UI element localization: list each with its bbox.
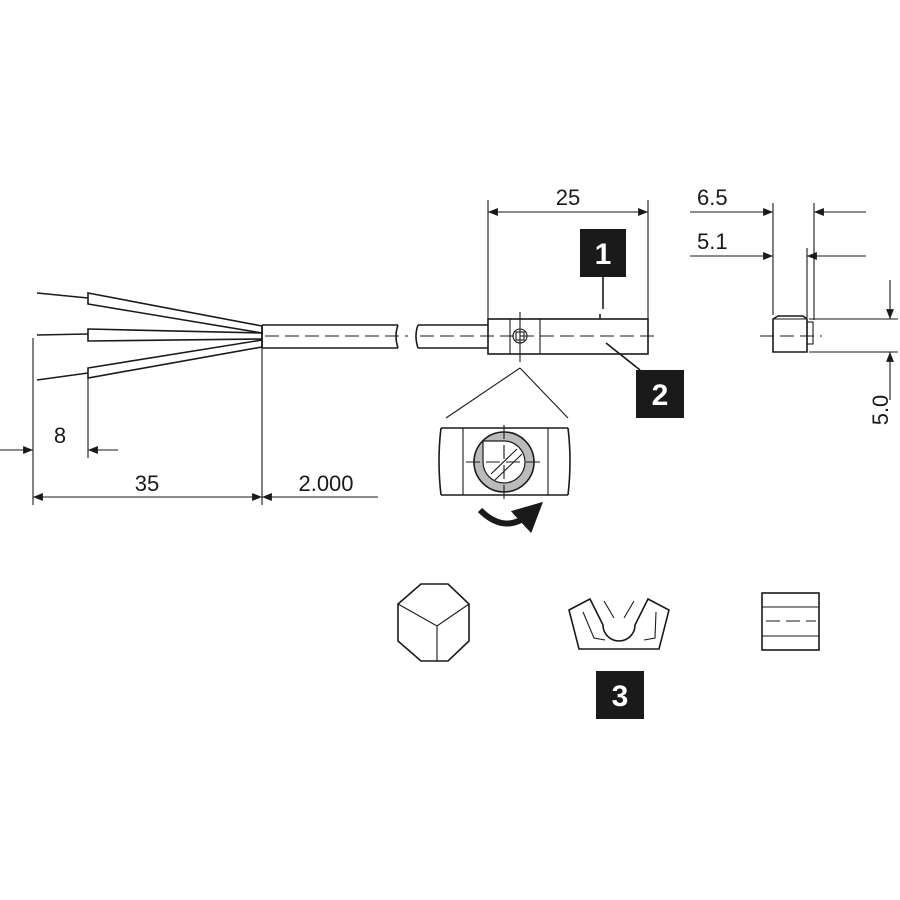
dim-label-5-0: 5.0 — [868, 395, 893, 426]
wire-top — [36, 292, 263, 334]
svg-text:2: 2 — [652, 379, 669, 412]
cable-jacket — [261, 324, 399, 349]
dimension-width-outer: 6.5 — [690, 185, 866, 320]
rotation-arrow-icon — [477, 501, 544, 534]
dim-label-6-5: 6.5 — [697, 185, 728, 210]
dimension-jacket-strip: 35 — [33, 348, 263, 505]
screw-detail — [438, 425, 571, 534]
spacer-accessory-icon — [761, 592, 820, 651]
cube-accessory-icon — [397, 583, 470, 662]
dim-label-8: 8 — [54, 423, 66, 448]
dim-label-25: 25 — [556, 185, 580, 210]
dimension-width-inner: 5.1 — [690, 229, 866, 318]
dimension-cable-length: 2.000 — [262, 471, 378, 501]
dimension-height: 5.0 — [809, 280, 898, 425]
cable-jacket-continued — [415, 324, 488, 349]
sensor-body — [420, 312, 660, 362]
svg-text:1: 1 — [595, 238, 612, 271]
callout-1: 1 — [580, 229, 626, 309]
wire-bottom — [36, 339, 263, 381]
dimension-sensor-length: 25 — [487, 185, 649, 319]
cable-assembly — [36, 292, 488, 381]
dim-label-5-1: 5.1 — [697, 229, 728, 254]
dimension-wire-strip: 8 — [0, 338, 118, 505]
mounting-clip-accessory-icon — [568, 597, 670, 650]
callout-2: 2 — [605, 342, 684, 418]
sensor-end-view — [760, 315, 822, 353]
callout-3: 3 — [596, 671, 644, 719]
dim-label-2000: 2.000 — [298, 471, 353, 496]
svg-text:3: 3 — [612, 680, 629, 713]
dim-label-35: 35 — [135, 471, 159, 496]
wire-middle — [36, 328, 263, 342]
